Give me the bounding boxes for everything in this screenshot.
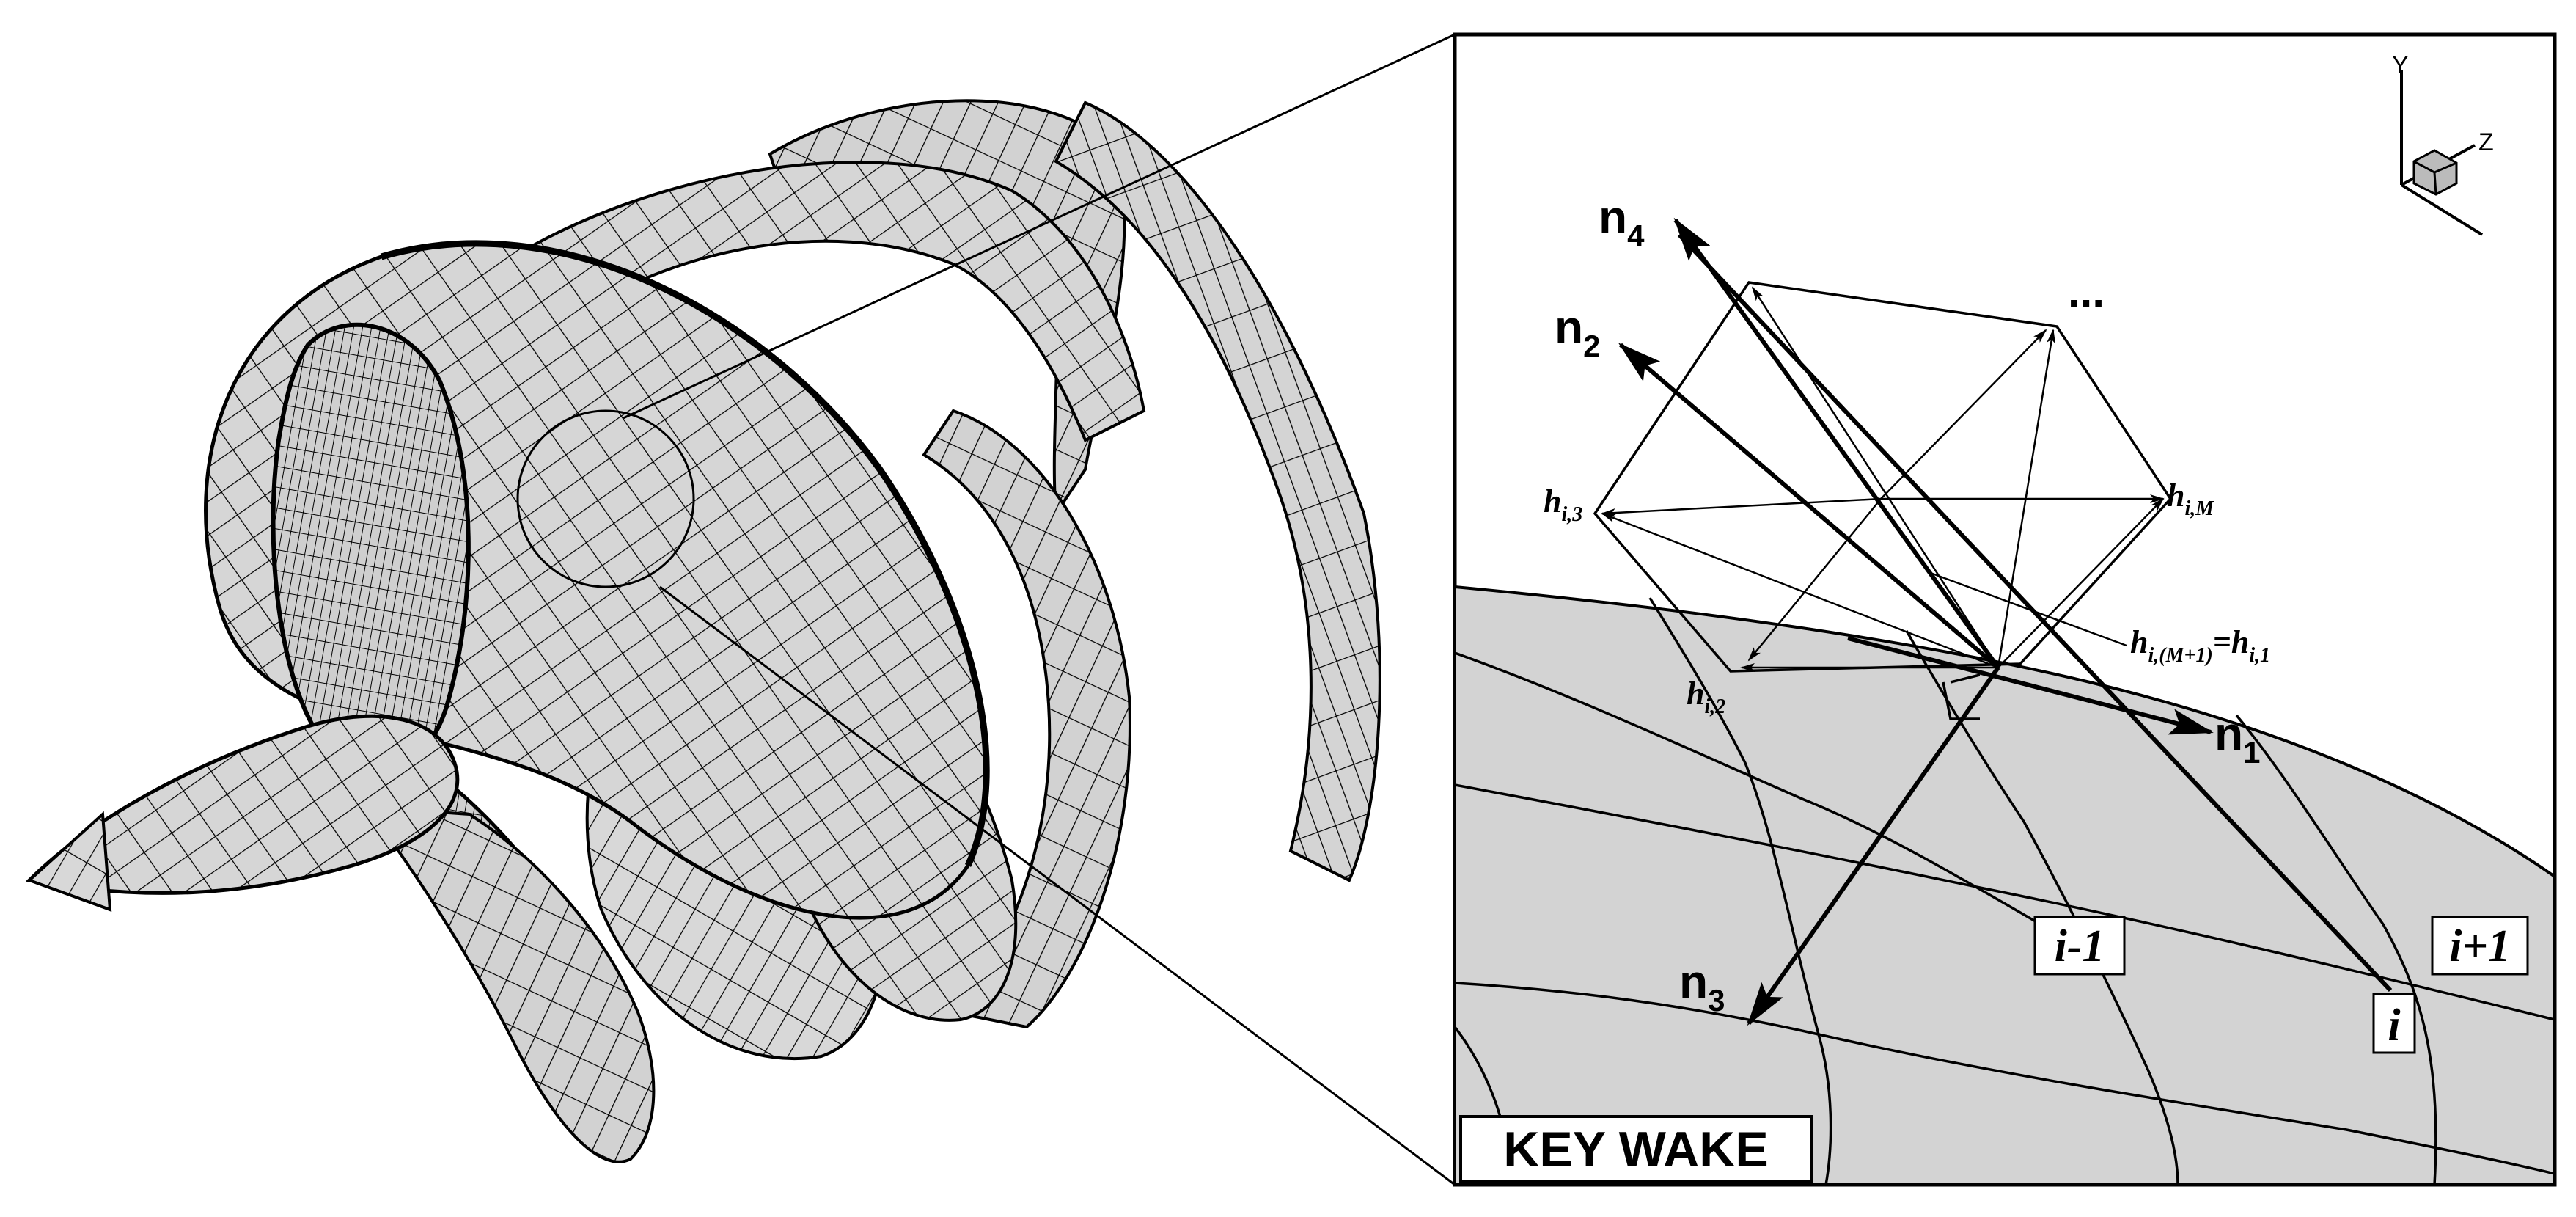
label-n2: n2 — [1555, 301, 1600, 363]
neighbour-polygon — [1593, 281, 2173, 673]
panel-label-i: i — [2372, 993, 2416, 1054]
normal-n2-arrow — [1618, 343, 2000, 670]
propeller-shaft — [25, 714, 460, 895]
normal-arrows — [1618, 217, 2214, 1026]
blade-lower-sheet — [363, 805, 656, 1163]
svg-text:i+1: i+1 — [2449, 921, 2511, 971]
panel-line-i — [1677, 233, 2393, 993]
label-h-i2: hi,2 — [1687, 676, 1725, 718]
wake-sheet-top — [510, 161, 1146, 442]
zoom-connector-top — [623, 33, 1456, 420]
panel-label-i-minus-1: i-1 — [2033, 916, 2126, 976]
neighbour-vectors — [1601, 286, 2165, 672]
surface-panel-edges — [1455, 597, 2555, 1185]
wake-ring-outer — [1054, 100, 1381, 882]
propeller-mesh-illustration — [25, 99, 1381, 1163]
blade-rim — [380, 240, 990, 867]
key-wake-inset: Y Z n4 n2 n1 n3 ... hi,3 hi,M hi,2 hi,(M… — [1453, 32, 2557, 1187]
axis-y-label: Y — [2392, 51, 2409, 79]
label-n1: n1 — [2214, 707, 2260, 770]
zoom-connector-bottom — [659, 585, 1456, 1186]
svg-text:i: i — [2388, 1001, 2400, 1050]
label-ellipsis: ... — [2068, 267, 2105, 316]
label-h-iM: hi,M — [2167, 478, 2214, 520]
wake-sheet-mid — [922, 409, 1131, 1029]
axis-z-label: Z — [2478, 128, 2494, 156]
normal-n3-arrow — [1747, 666, 2000, 1026]
label-n4: n4 — [1599, 191, 1645, 253]
right-angle-marker — [1942, 673, 1981, 720]
axes-triad — [2400, 70, 2484, 236]
panel-label-i-plus-1: i+1 — [2431, 916, 2529, 976]
normal-n1-arrow — [1847, 636, 2214, 735]
leader-line — [1928, 571, 2127, 647]
zoom-region-circle — [516, 409, 695, 588]
key-wake-badge: KEY WAKE — [1459, 1115, 1813, 1183]
label-h-i3: hi,3 — [1544, 483, 1582, 526]
label-n3: n3 — [1679, 955, 1725, 1017]
nose-cone — [26, 811, 112, 912]
propeller-hub — [271, 322, 471, 774]
svg-text:KEY WAKE: KEY WAKE — [1503, 1122, 1768, 1177]
svg-text:i-1: i-1 — [2055, 921, 2105, 971]
label-h-iM1: hi,(M+1)=hi,1 — [2130, 624, 2270, 667]
wake-surface-patch — [1455, 585, 2555, 1185]
normal-n4-arrow — [1673, 217, 2000, 669]
